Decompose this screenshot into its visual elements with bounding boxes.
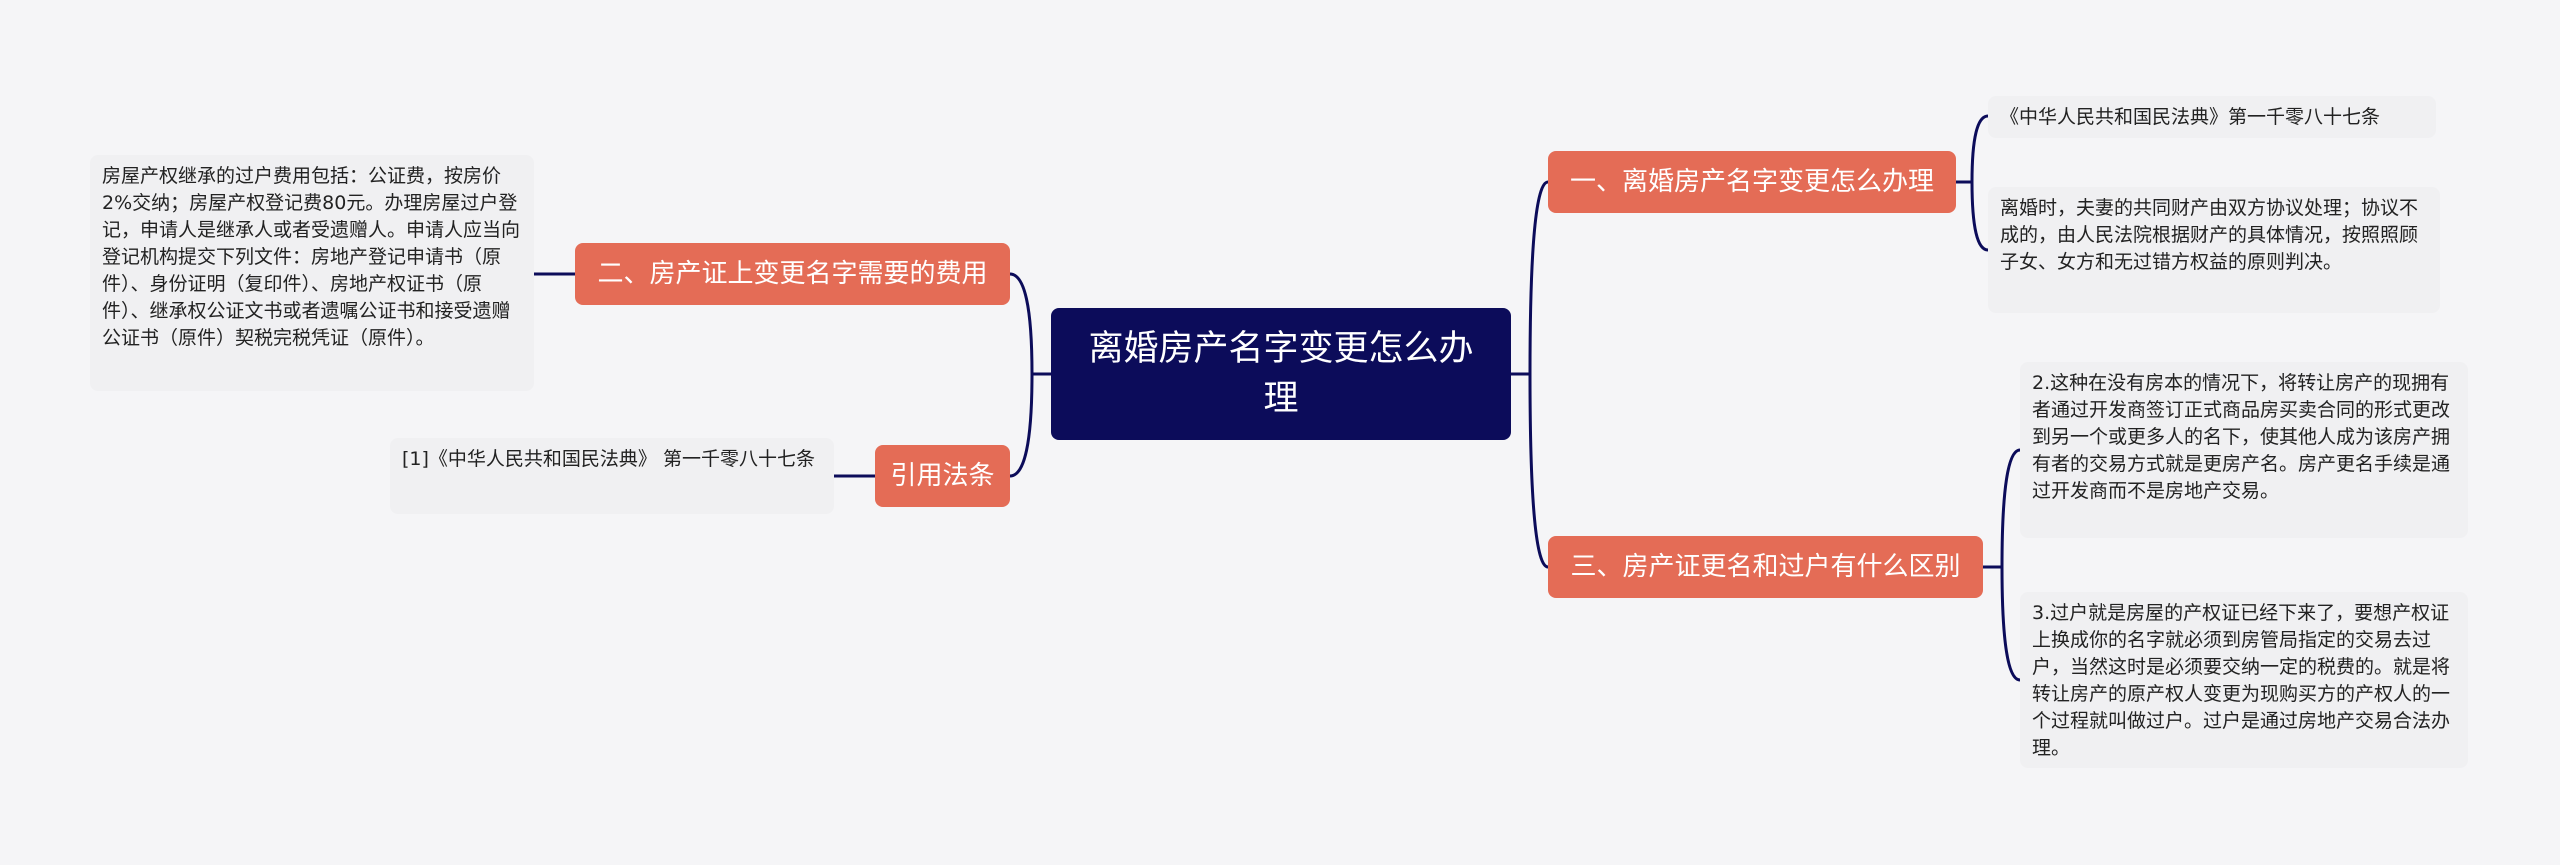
branch-topic-4-label: 引用法条 [890,461,995,491]
leaf-b1-2-text: 离婚时，夫妻的共同财产由双方协议处理；协议不成的，由人民法院根据财产的具体情况，… [2000,197,2419,273]
connector-root-b4 [1008,372,1053,478]
branch-topic-3[interactable]: 三、房产证更名和过户有什么区别 [1548,536,1983,598]
connector-root-b3 [1509,372,1550,569]
leaf-b2-1[interactable]: 房屋产权继承的过户费用包括：公证费，按房价2%交纳；房屋产权登记费80元。办理房… [90,155,534,391]
leaf-b4-1[interactable]: [1]《中华人民共和国民法典》 第一千零八十七条 [390,438,834,514]
root-topic[interactable]: 离婚房产名字变更怎么办理 [1051,308,1511,440]
leaf-b3-1-text: 2.这种在没有房本的情况下，将转让房产的现拥有者通过开发商签订正式商品房买卖合同… [2032,372,2451,502]
leaf-b1-1-text: 《中华人民共和国民法典》第一千零八十七条 [2000,106,2381,128]
branch-topic-2-label: 二、房产证上变更名字需要的费用 [597,259,988,289]
leaf-b1-1[interactable]: 《中华人民共和国民法典》第一千零八十七条 [1988,96,2436,138]
connector-root-b2 [1008,272,1053,376]
leaf-b3-2-text: 3.过户就是房屋的产权证已经下来了，要想产权证上换成你的名字就必须到房管局指定的… [2032,602,2451,759]
branch-topic-3-label: 三、房产证更名和过户有什么区别 [1570,552,1961,582]
branch-topic-4[interactable]: 引用法条 [875,445,1010,507]
leaf-b4-1-text: [1]《中华人民共和国民法典》 第一千零八十七条 [402,448,815,470]
connector-b1-leaf2 [1954,180,1990,252]
connector-b1-leaf1 [1954,114,1990,184]
root-topic-label: 离婚房产名字变更怎么办理 [1088,329,1474,419]
connector-root-b1 [1509,180,1550,376]
leaf-b2-1-text: 房屋产权继承的过户费用包括：公证费，按房价2%交纳；房屋产权登记费80元。办理房… [102,165,521,349]
branch-topic-1-label: 一、离婚房产名字变更怎么办理 [1569,167,1934,197]
leaf-b3-1[interactable]: 2.这种在没有房本的情况下，将转让房产的现拥有者通过开发商签订正式商品房买卖合同… [2020,362,2468,538]
branch-topic-1[interactable]: 一、离婚房产名字变更怎么办理 [1548,151,1956,213]
leaf-b3-2[interactable]: 3.过户就是房屋的产权证已经下来了，要想产权证上换成你的名字就必须到房管局指定的… [2020,592,2468,768]
connector-b3-leaf2 [1981,565,2022,682]
branch-topic-2[interactable]: 二、房产证上变更名字需要的费用 [575,243,1010,305]
leaf-b1-2[interactable]: 离婚时，夫妻的共同财产由双方协议处理；协议不成的，由人民法院根据财产的具体情况，… [1988,187,2440,313]
connector-b3-leaf1 [1981,448,2022,569]
